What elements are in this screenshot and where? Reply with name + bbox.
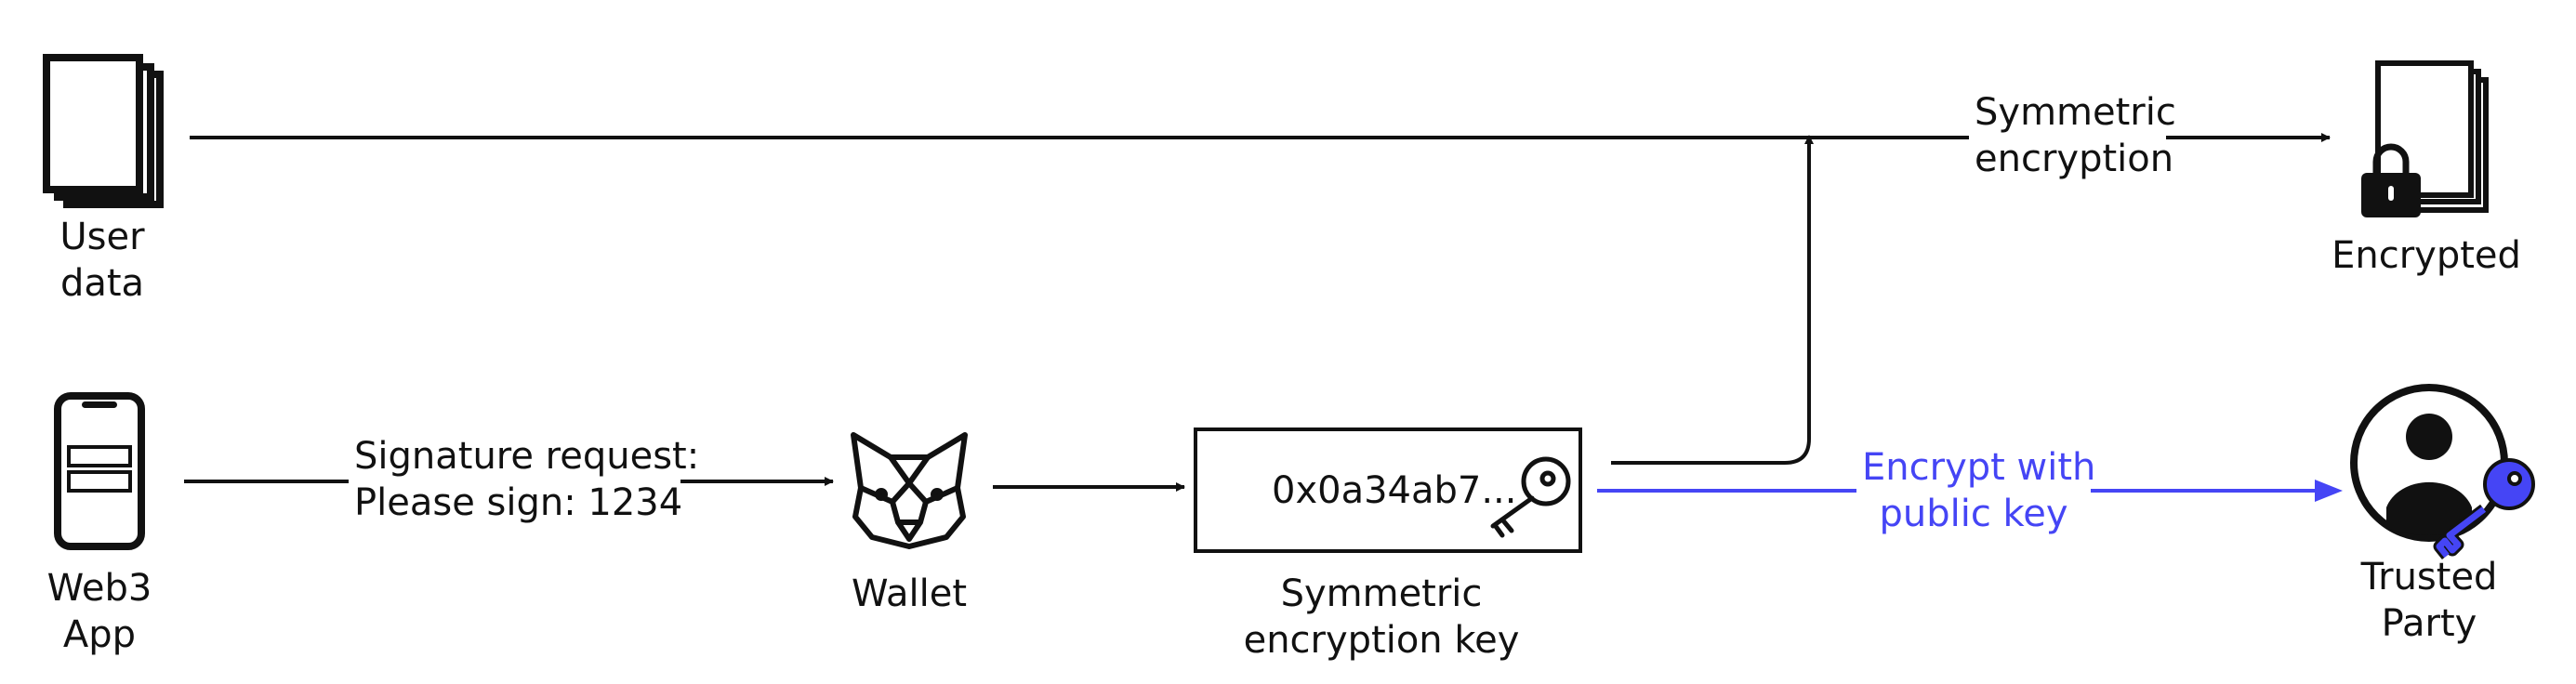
encrypted-label: Encrypted [2315,232,2538,279]
web3-app-label-line1: Web3 [46,567,152,610]
key-box [1194,428,1582,553]
key-icon [1490,456,1571,538]
signature-request-line2: Please sign: 1234 [354,481,683,524]
encrypt-with-public-key-line2: public key [1879,493,2068,535]
encrypted-label-text: Encrypted [2332,234,2521,277]
symmetric-encryption-label: Symmetric encryption [1969,89,2176,182]
symmetric-key-label: Symmetric encryption key [1223,571,1539,664]
web3-app-label: Web3 App [44,565,155,658]
trusted-party-label-line1: Trusted [2360,556,2498,598]
fox-icon [851,432,968,549]
signature-request-label: Signature request: Please sign: 1234 [349,433,700,526]
encrypt-with-public-key-label: Encrypt with public key [1856,444,2096,537]
user-data-label-line1: User [59,216,145,258]
edge-key-to-symmetric-encryption [1611,135,1814,465]
trusted-party-label: Trusted Party [2336,554,2522,647]
symmetric-key-label-line1: Symmetric [1280,572,1483,615]
user-data-label: User data [46,214,158,307]
symmetric-key-label-line2: encryption key [1243,619,1520,662]
trusted-party-label-line2: Party [2381,602,2477,645]
web3-app-label-line2: App [62,613,137,656]
symmetric-encryption-line1: Symmetric [1975,91,2176,134]
wallet-label: Wallet [844,571,974,617]
encrypt-with-public-key-line1: Encrypt with [1862,446,2096,489]
smartphone-icon [54,392,145,550]
locked-document-icon [2361,60,2489,217]
arrowhead-trusted-party [2315,480,2343,502]
key-value-text: 0x0a34ab7... [1272,469,1517,512]
key-value: 0x0a34ab7... [1272,467,1517,514]
user-with-key-icon [2350,384,2535,560]
signature-request-line1: Signature request: [354,435,700,478]
user-data-label-line2: data [59,262,145,305]
document-stack-icon [43,54,164,208]
wallet-label-text: Wallet [851,572,968,615]
symmetric-encryption-line2: encryption [1975,138,2174,180]
